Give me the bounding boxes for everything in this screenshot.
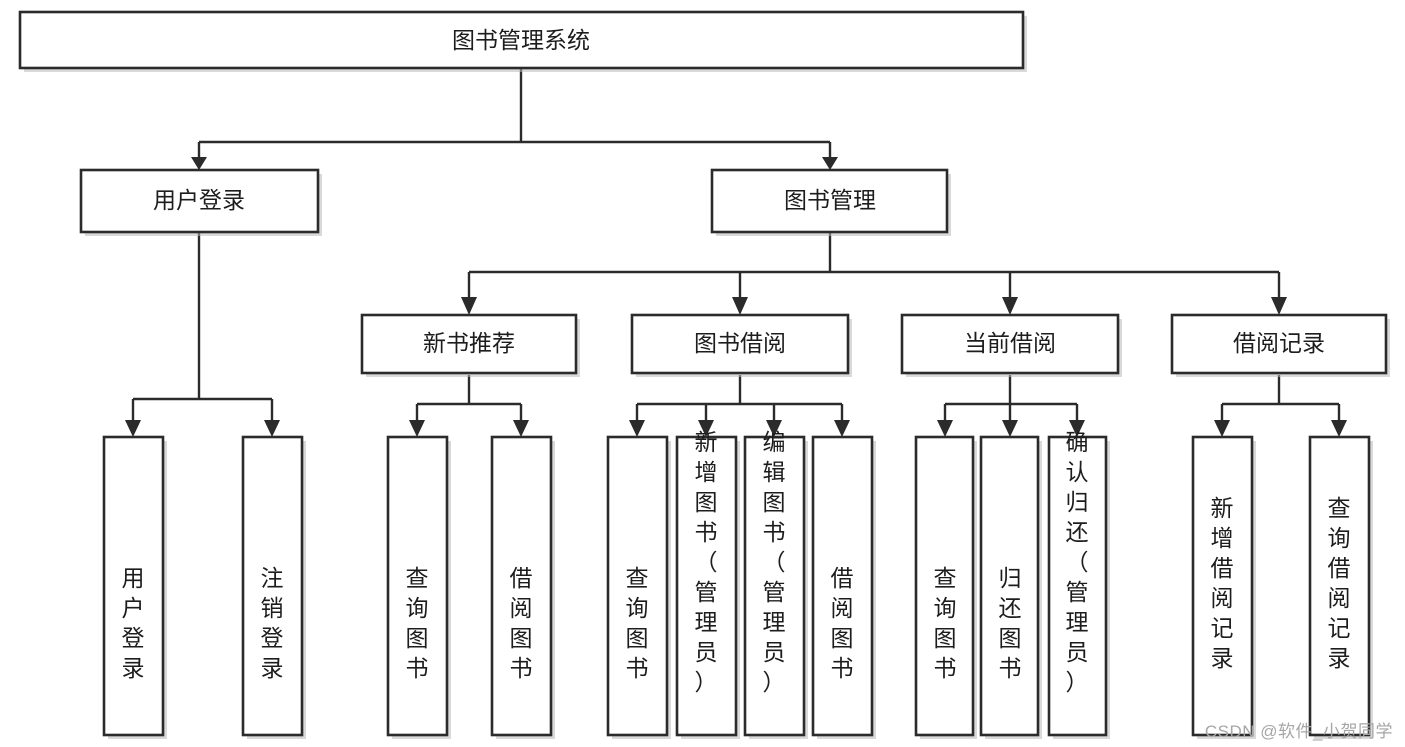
- csdn-watermark: CSDN @软件_小贺同学: [1204, 722, 1393, 741]
- node-leaf-user-login[interactable]: 用户登录: [102, 435, 167, 739]
- node-leaf-add-record[interactable]: 新增借阅记录: [1191, 435, 1256, 739]
- node-book-borrow[interactable]: 图书借阅: [630, 313, 852, 377]
- node-leaf-edit-book-box[interactable]: [743, 435, 806, 737]
- node-user-login-label: 用户登录: [153, 187, 245, 213]
- node-leaf-add-record-label: 新增借阅记录: [1211, 495, 1234, 671]
- arrowhead-leaf-edit-book: [766, 420, 782, 437]
- arrowhead-leaf-query-record: [1331, 420, 1347, 437]
- arrowhead-leaf-borrow-book-1: [513, 420, 529, 437]
- node-leaf-add-book-label: 新增图书（管理员）: [695, 429, 718, 695]
- arrowhead-leaf-query-book-2: [629, 420, 645, 437]
- node-leaf-logout-label: 注销登录: [261, 565, 284, 681]
- node-leaf-add-book-box[interactable]: [675, 435, 738, 737]
- arrowhead-book-borrow: [732, 297, 748, 315]
- arrowhead-leaf-query-book-1: [409, 420, 425, 437]
- node-current-borrow-label: 当前借阅: [964, 330, 1056, 356]
- node-leaf-borrow-book-2[interactable]: 借阅图书: [811, 435, 876, 739]
- node-leaf-logout-box[interactable]: [241, 435, 304, 737]
- node-leaf-logout[interactable]: 注销登录: [241, 435, 306, 739]
- node-book-manage-box[interactable]: [710, 168, 949, 234]
- node-book-manage-label: 图书管理: [784, 187, 876, 213]
- node-borrow-record-label: 借阅记录: [1233, 330, 1325, 356]
- node-user-login-box[interactable]: [79, 168, 320, 234]
- arrowhead-book-manage: [822, 157, 838, 170]
- node-leaf-query-record-label: 查询借阅记录: [1328, 495, 1351, 671]
- node-new-book-rec-box[interactable]: [360, 313, 578, 375]
- node-leaf-query-record-box[interactable]: [1308, 435, 1371, 737]
- node-leaf-borrow-book-1[interactable]: 借阅图书: [490, 435, 555, 739]
- node-leaf-user-login-label: 用户登录: [122, 565, 145, 681]
- node-leaf-query-book-3-label: 查询图书: [934, 565, 957, 681]
- node-new-book-rec[interactable]: 新书推荐: [360, 313, 580, 377]
- node-leaf-query-book-2-label: 查询图书: [626, 565, 649, 681]
- arrowhead-leaf-add-book: [698, 420, 714, 437]
- node-leaf-confirm-return-label: 确认归还（管理员）: [1066, 429, 1089, 695]
- arrowhead-leaf-logout: [264, 420, 280, 437]
- arrowhead-leaf-add-record: [1214, 420, 1230, 437]
- node-new-book-rec-label: 新书推荐: [423, 330, 515, 356]
- arrowhead-leaf-user-login: [125, 420, 141, 437]
- node-root[interactable]: 图书管理系统: [18, 10, 1027, 72]
- node-book-manage[interactable]: 图书管理: [710, 168, 951, 236]
- node-leaf-edit-book-label: 编辑图书（管理员）: [763, 429, 786, 695]
- node-leaf-return-book-box[interactable]: [979, 435, 1040, 737]
- arrowhead-leaf-return-book: [1002, 420, 1018, 437]
- node-leaf-query-record[interactable]: 查询借阅记录: [1308, 435, 1373, 739]
- node-leaf-add-record-box[interactable]: [1191, 435, 1254, 737]
- node-leaf-borrow-book-1-label: 借阅图书: [510, 565, 533, 681]
- node-leaf-edit-book[interactable]: 编辑图书（管理员）: [743, 429, 808, 739]
- node-leaf-borrow-book-2-box[interactable]: [811, 435, 874, 737]
- node-leaf-add-book[interactable]: 新增图书（管理员）: [675, 429, 740, 739]
- node-leaf-query-book-1[interactable]: 查询图书: [386, 435, 451, 739]
- node-leaf-confirm-return[interactable]: 确认归还（管理员）: [1047, 429, 1110, 739]
- arrowhead-leaf-confirm-return: [1069, 420, 1085, 437]
- arrowhead-current-borrow: [1002, 297, 1018, 315]
- edges-layer: [125, 68, 1347, 437]
- node-borrow-record[interactable]: 借阅记录: [1170, 313, 1390, 377]
- node-user-login[interactable]: 用户登录: [79, 168, 322, 236]
- node-leaf-query-book-2[interactable]: 查询图书: [606, 435, 671, 739]
- node-leaf-query-book-1-box[interactable]: [386, 435, 449, 737]
- node-current-borrow-box[interactable]: [900, 313, 1120, 375]
- arrowhead-leaf-borrow-book-2: [834, 420, 850, 437]
- node-book-borrow-label: 图书借阅: [694, 330, 786, 356]
- arrowhead-leaf-query-book-3: [937, 420, 953, 437]
- node-borrow-record-box[interactable]: [1170, 313, 1388, 375]
- arrowhead-user-login: [191, 157, 207, 170]
- node-book-borrow-box[interactable]: [630, 313, 850, 375]
- node-leaf-user-login-box[interactable]: [102, 435, 165, 737]
- node-current-borrow[interactable]: 当前借阅: [900, 313, 1122, 377]
- node-root-label: 图书管理系统: [452, 27, 590, 53]
- node-leaf-query-book-3[interactable]: 查询图书: [914, 435, 977, 739]
- node-leaf-query-book-2-box[interactable]: [606, 435, 669, 737]
- node-leaf-query-book-3-box[interactable]: [914, 435, 975, 737]
- node-leaf-query-book-1-label: 查询图书: [406, 565, 429, 681]
- node-leaf-confirm-return-box[interactable]: [1047, 435, 1108, 737]
- node-root-box[interactable]: [18, 10, 1025, 70]
- node-leaf-return-book[interactable]: 归还图书: [979, 435, 1042, 739]
- node-leaf-return-book-label: 归还图书: [999, 565, 1022, 681]
- node-leaf-borrow-book-1-box[interactable]: [490, 435, 553, 737]
- node-leaf-borrow-book-2-label: 借阅图书: [831, 565, 854, 681]
- arrowhead-borrow-record: [1271, 297, 1287, 315]
- arrowhead-new-book-rec: [461, 297, 477, 315]
